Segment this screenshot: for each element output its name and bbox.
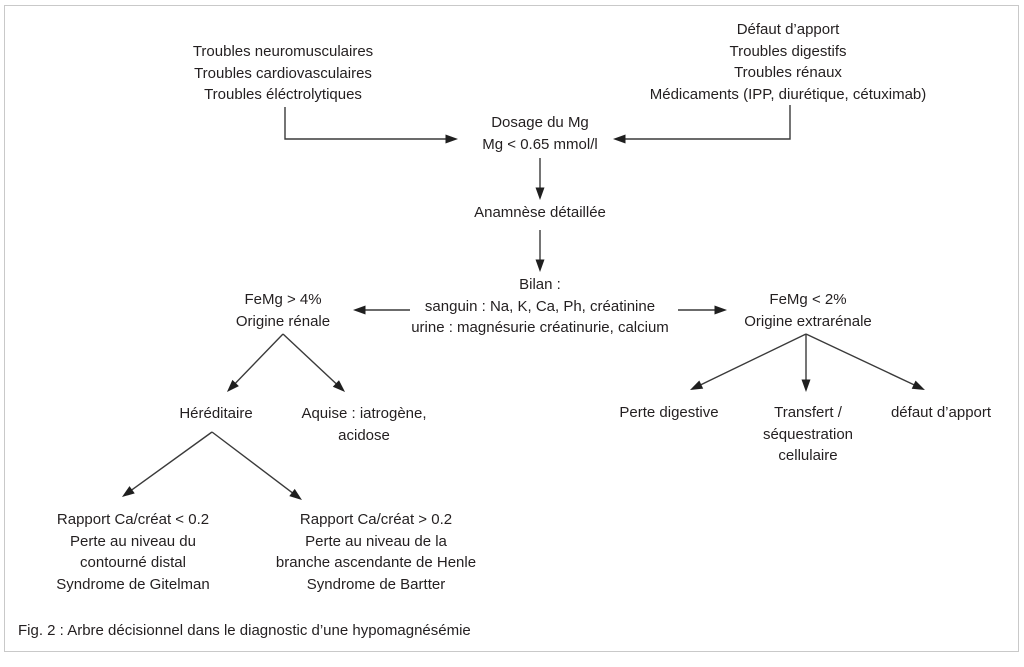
node-line: Perte au niveau du <box>70 532 196 550</box>
node-intake-causes: Défaut d’apport Troubles digestifs Troub… <box>650 19 927 105</box>
node-line: Troubles digestifs <box>729 42 847 60</box>
node-line: FeMg > 4% <box>244 291 322 308</box>
arrow-hereditary-to-gitelman <box>121 431 213 498</box>
arrow-extrarenal-to-digestive <box>689 333 807 390</box>
node-line: Transfert / <box>774 404 842 421</box>
node-anamnese: Anamnèse détaillée <box>474 202 606 224</box>
node-line: Bilan : <box>519 276 561 293</box>
node-line: FeMg < 2% <box>769 291 847 308</box>
node-acquired: Aquise : iatrogène, acidose <box>301 403 426 446</box>
node-line: branche ascendante de Henle <box>275 554 477 571</box>
node-line: Troubles neuromusculaires <box>192 43 374 60</box>
node-line: urine : magnésurie créatinurie, calcium <box>411 319 669 336</box>
node-hereditary: Héréditaire <box>179 403 252 425</box>
arrow-renal-to-acquired <box>282 333 346 393</box>
node-line: contourné distal <box>80 554 186 571</box>
node-line: Rapport Ca/créat < 0.2 <box>56 511 210 528</box>
arrow-signs-to-dosage <box>284 107 458 144</box>
node-intake-deficit: défaut d’apport <box>891 402 991 424</box>
arrow-hereditary-to-bartter <box>211 431 302 501</box>
node-bartter-syndrome: Rapport Ca/créat > 0.2 Perte au niveau d… <box>276 509 476 595</box>
node-line: Troubles éléctrolytiques <box>204 86 362 103</box>
node-line: Perte au niveau de la <box>305 532 447 550</box>
arrow-extrarenal-to-deficit <box>805 333 925 390</box>
node-line: acidose <box>338 426 390 444</box>
node-line: Anamnèse détaillée <box>474 204 606 221</box>
node-dosage-mg: Dosage du Mg Mg < 0.65 mmol/l <box>482 112 597 155</box>
node-line: sanguin : Na, K, Ca, Ph, créatinine <box>424 297 656 315</box>
node-line: Mg < 0.65 mmol/l <box>482 135 598 153</box>
node-line: Défaut d’apport <box>736 21 840 38</box>
node-cellular-transfer: Transfert / séquestration cellulaire <box>763 402 853 467</box>
node-line: Héréditaire <box>179 405 253 422</box>
node-renal-origin: FeMg > 4% Origine rénale <box>236 289 330 332</box>
node-line: Médicaments (IPP, diurétique, cétuximab) <box>649 85 927 103</box>
node-line: Troubles cardiovasculaires <box>194 64 372 82</box>
node-clinical-signs: Troubles neuromusculaires Troubles cardi… <box>193 41 373 106</box>
arrow-causes-to-dosage <box>613 105 791 144</box>
node-line: séquestration <box>762 425 854 443</box>
node-line: Syndrome de Bartter <box>306 575 446 593</box>
node-line: Origine rénale <box>235 312 331 330</box>
node-digestive-loss: Perte digestive <box>619 402 718 424</box>
node-line: Perte digestive <box>619 404 719 421</box>
arrow-renal-to-hereditary <box>226 333 284 393</box>
node-line: défaut d’apport <box>890 404 992 421</box>
node-bilan: Bilan : sanguin : Na, K, Ca, Ph, créatin… <box>411 274 669 339</box>
node-line: Syndrome de Gitelman <box>56 575 210 593</box>
node-line: Troubles rénaux <box>734 64 842 81</box>
node-line: Aquise : iatrogène, <box>301 405 427 422</box>
node-gitelman-syndrome: Rapport Ca/créat < 0.2 Perte au niveau d… <box>56 509 209 595</box>
node-extrarenal-origin: FeMg < 2% Origine extrarénale <box>744 289 872 332</box>
node-line: Dosage du Mg <box>491 114 589 131</box>
node-line: Origine extrarénale <box>744 312 872 330</box>
figure-caption: Fig. 2 : Arbre décisionnel dans le diagn… <box>18 622 471 639</box>
node-line: Rapport Ca/créat > 0.2 <box>299 511 453 528</box>
node-line: cellulaire <box>778 447 838 464</box>
